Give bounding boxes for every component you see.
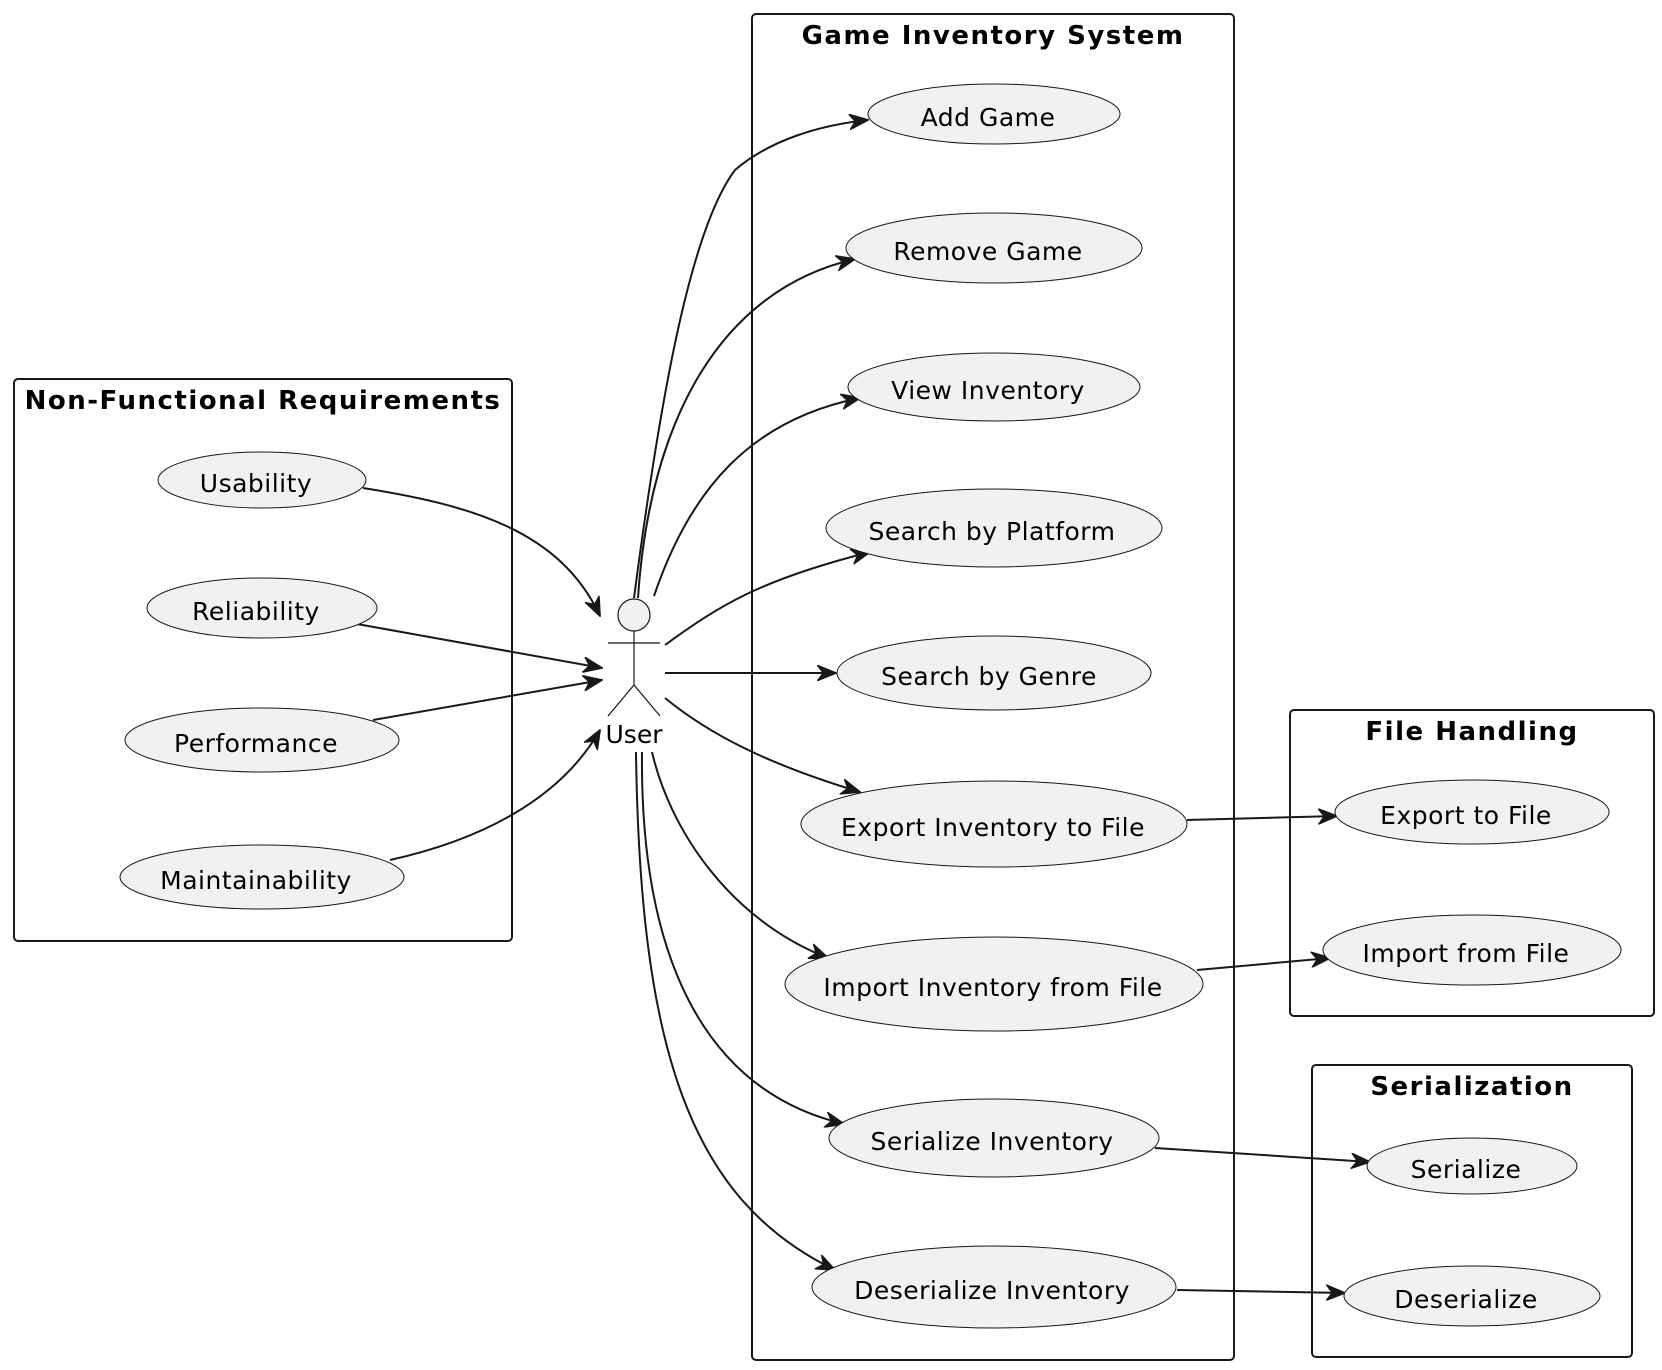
use-case-label: Reliability [192,597,320,626]
use-case-label: View Inventory [891,376,1085,405]
use-case-search-platform[interactable]: Search by Platform [825,488,1163,568]
edge-user-import-inventory [651,751,828,958]
use-case-export-file[interactable]: Export to File [1334,779,1610,845]
use-case-performance[interactable]: Performance [124,707,400,773]
use-case-label: Export to File [1380,801,1552,830]
package-non-functional-requirements: Non-Functional Requirements [13,378,513,942]
edge-user-add-game [633,120,868,599]
actor-leg-left [607,684,635,717]
use-case-label: Import Inventory from File [823,973,1162,1002]
edge-user-view-inventory [653,398,860,597]
use-case-label: Add Game [921,103,1056,132]
use-case-label: Serialize [1411,1155,1522,1184]
use-case-remove-game[interactable]: Remove Game [845,212,1143,284]
use-case-maintainability[interactable]: Maintainability [119,844,405,910]
edge-user-search-platform [664,552,870,646]
use-case-import-file[interactable]: Import from File [1322,914,1622,986]
use-case-label: Search by Platform [869,517,1116,546]
use-case-export-inventory[interactable]: Export Inventory to File [800,780,1188,868]
use-case-usability[interactable]: Usability [157,451,367,509]
edge-export-inventory-export-file [1186,816,1337,820]
use-case-search-genre[interactable]: Search by Genre [836,635,1152,711]
package-title: Non-Functional Requirements [25,386,502,416]
use-case-label: Serialize Inventory [870,1127,1113,1156]
actor-label: User [606,720,664,749]
actor-leg-right [633,684,661,717]
use-case-deserialize-inventory[interactable]: Deserialize Inventory [811,1245,1177,1329]
package-title: Game Inventory System [802,21,1185,51]
use-case-reliability[interactable]: Reliability [146,577,378,639]
use-case-label: Deserialize [1394,1285,1537,1314]
edge-user-serialize-inventory [640,751,844,1124]
edge-serialize-inventory-serialize [1154,1147,1370,1162]
edge-user-export-inventory [664,697,860,792]
actor-user[interactable]: User [606,598,664,749]
use-case-serialize-inventory[interactable]: Serialize Inventory [828,1098,1160,1178]
package-title: File Handling [1365,717,1578,747]
use-case-label: Usability [200,469,312,498]
edge-performance-user [372,680,602,721]
use-case-view-inventory[interactable]: View Inventory [847,352,1141,422]
use-case-label: Remove Game [893,237,1082,266]
use-case-import-inventory[interactable]: Import Inventory from File [784,936,1204,1032]
use-case-deserialize[interactable]: Deserialize [1343,1265,1601,1327]
use-case-add-game[interactable]: Add Game [867,83,1121,145]
use-case-serialize[interactable]: Serialize [1366,1137,1578,1195]
edge-import-inventory-import-file [1196,958,1330,971]
edge-user-deserialize-inventory [635,751,835,1270]
edge-user-remove-game [637,259,855,599]
package-title: Serialization [1370,1072,1573,1102]
edge-usability-user [362,487,600,616]
use-case-label: Import from File [1363,939,1570,968]
use-case-label: Deserialize Inventory [854,1276,1130,1305]
actor-head [617,598,651,632]
use-case-label: Performance [174,729,338,758]
edge-maintainability-user [389,730,600,861]
edges [356,120,1370,1293]
edge-deserialize-inventory-deserialize [1176,1290,1345,1293]
use-case-label: Search by Genre [881,662,1097,691]
edge-reliability-user [356,623,602,668]
use-case-label: Export Inventory to File [841,813,1145,842]
use-case-label: Maintainability [160,866,352,895]
